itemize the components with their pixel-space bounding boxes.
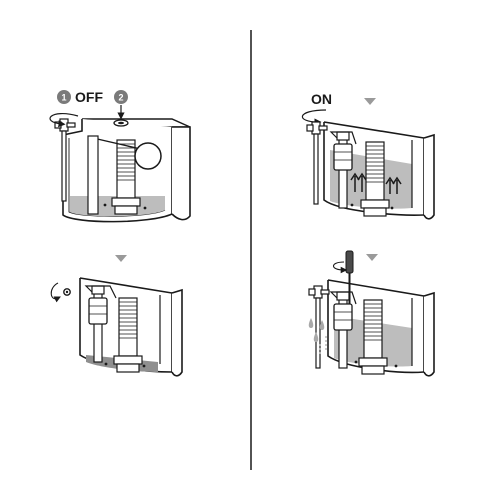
step2-panel xyxy=(50,277,183,377)
rotate-arrow xyxy=(301,109,327,126)
rotate-arrow xyxy=(50,282,61,303)
svg-text:1: 1 xyxy=(61,93,66,103)
svg-text:2: 2 xyxy=(118,93,123,103)
fill-valve xyxy=(329,131,357,209)
label-off: OFF xyxy=(75,89,103,105)
open-tank xyxy=(79,277,183,377)
water-rising-arrows xyxy=(350,172,402,194)
fill-valve xyxy=(329,291,357,369)
step-badge-2: 2 xyxy=(114,90,128,104)
next-step-arrow xyxy=(115,255,127,262)
rotate-arrow xyxy=(332,261,348,274)
step-badge-1: 1 xyxy=(57,90,71,104)
fill-valve xyxy=(84,285,117,363)
open-tank xyxy=(327,279,435,377)
step4-panel xyxy=(308,250,435,377)
water-drop-icon xyxy=(308,318,327,356)
next-step-arrow xyxy=(364,98,376,105)
step3-panel: ON xyxy=(301,91,435,220)
tank-with-lid xyxy=(62,118,191,223)
label-on: ON xyxy=(311,91,332,107)
step1-panel: 1 OFF 2 xyxy=(49,89,191,223)
rotate-arrow xyxy=(49,112,79,128)
next-step-arrow xyxy=(366,254,378,261)
